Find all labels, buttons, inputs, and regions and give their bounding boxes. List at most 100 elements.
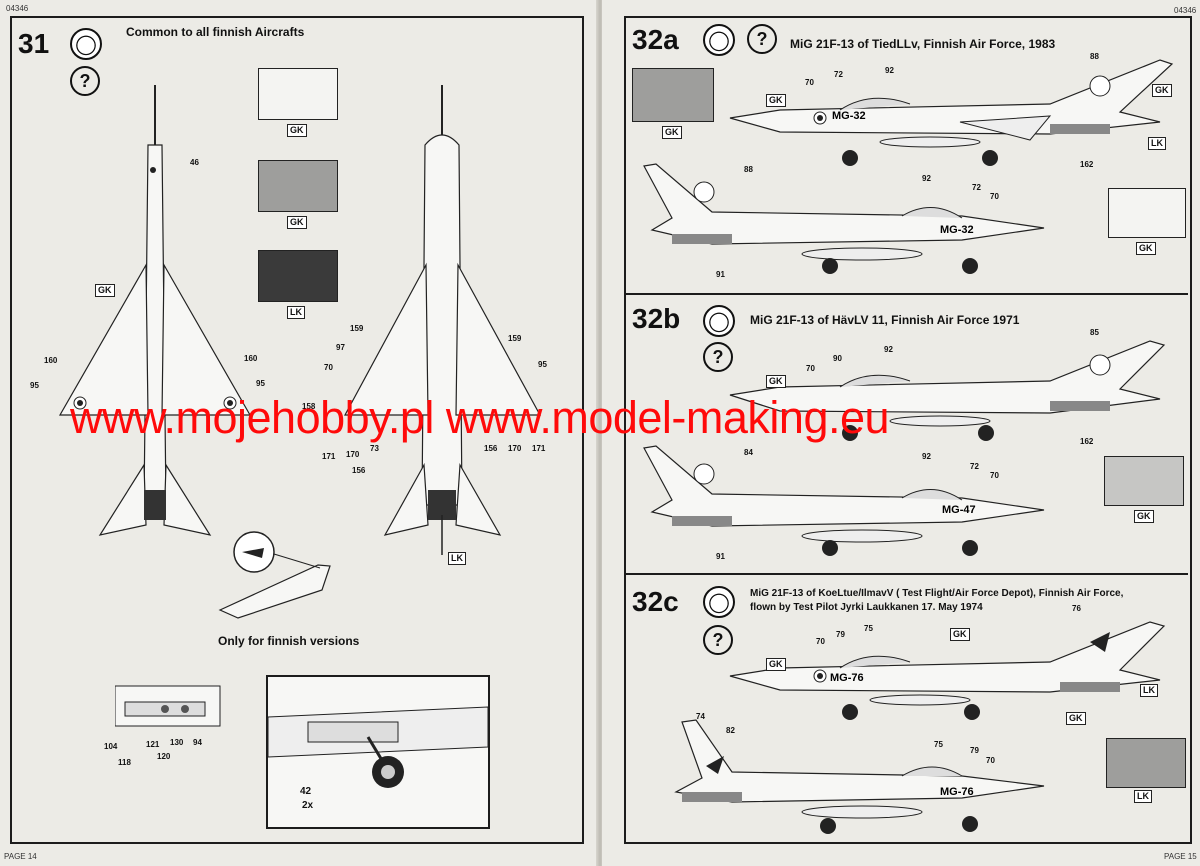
colour-swatch-white bbox=[1108, 188, 1186, 238]
part-callout: 70 bbox=[990, 192, 999, 201]
section-title-line-2: flown by Test Pilot Jyrki Laukkanen 17. … bbox=[750, 602, 983, 613]
finnish-roundel-icon bbox=[703, 586, 735, 618]
part-callout: 130 bbox=[170, 738, 184, 747]
part-callout: 73 bbox=[370, 444, 379, 453]
section-title-line-1: MiG 21F-13 of KoeLtue/IlmavV ( Test Flig… bbox=[750, 588, 1124, 599]
part-callout: 70 bbox=[990, 471, 999, 480]
part-callout: 91 bbox=[716, 552, 725, 561]
part-callout: 82 bbox=[726, 726, 735, 735]
fin-detail-drawing bbox=[218, 531, 331, 619]
help-question-icon: ? bbox=[703, 342, 733, 372]
colour-swatch-grey bbox=[258, 160, 338, 212]
part-callout: 72 bbox=[970, 462, 979, 471]
colour-swatch-grey bbox=[632, 68, 714, 122]
part-callout: 120 bbox=[157, 752, 171, 761]
nose-detail-drawing bbox=[115, 685, 221, 727]
part-callout: 76 bbox=[1072, 604, 1081, 613]
aircraft-serial: MG-47 bbox=[942, 504, 976, 516]
colour-code: LK bbox=[448, 552, 466, 565]
colour-code: GK bbox=[766, 94, 786, 107]
catalog-number: 04346 bbox=[1174, 6, 1197, 15]
catalog-number: 04346 bbox=[6, 4, 29, 13]
part-callout: 104 bbox=[104, 742, 118, 751]
colour-code: LK bbox=[1140, 684, 1158, 697]
colour-code: LK bbox=[1148, 137, 1166, 150]
step-number: 32b bbox=[632, 303, 681, 334]
part-callout: 70 bbox=[986, 756, 995, 765]
part-callout: 85 bbox=[1090, 328, 1099, 337]
page-gutter bbox=[596, 0, 604, 866]
part-callout: 79 bbox=[836, 630, 845, 639]
part-callout: 46 bbox=[190, 158, 199, 167]
colour-code: GK bbox=[1136, 242, 1156, 255]
part-callout: 171 bbox=[322, 452, 336, 461]
step-title: Common to all finnish Aircrafts bbox=[126, 25, 305, 39]
part-callout: 159 bbox=[508, 334, 522, 343]
part-callout: 97 bbox=[336, 343, 345, 352]
step-number: 32a bbox=[632, 24, 679, 55]
section-divider bbox=[624, 293, 1188, 295]
quantity-label: 2x bbox=[302, 800, 314, 811]
aircraft-top-view-drawing bbox=[58, 85, 252, 536]
colour-code: GK bbox=[950, 628, 970, 641]
part-callout: 75 bbox=[934, 740, 943, 749]
page-label: PAGE 14 bbox=[4, 852, 37, 861]
colour-swatch-grey bbox=[1106, 738, 1186, 788]
colour-swatch-white bbox=[258, 68, 338, 120]
part-callout: 88 bbox=[1090, 52, 1099, 61]
colour-code: GK bbox=[662, 126, 682, 139]
part-callout: 171 bbox=[532, 444, 546, 453]
aircraft-side-view-drawing bbox=[643, 445, 1045, 556]
part-callout: 118 bbox=[118, 758, 131, 767]
colour-code: GK bbox=[287, 124, 307, 137]
part-callout: 92 bbox=[922, 452, 931, 461]
part-callout: 162 bbox=[1080, 437, 1094, 446]
part-callout: 70 bbox=[805, 78, 814, 87]
part-callout: 159 bbox=[350, 324, 364, 333]
step-32-frame bbox=[624, 16, 1192, 844]
finnish-roundel-icon bbox=[703, 305, 735, 337]
finnish-versions-title: Only for finnish versions bbox=[218, 634, 360, 648]
colour-code: GK bbox=[766, 375, 786, 388]
aircraft-bottom-view-drawing bbox=[343, 85, 542, 555]
colour-code: LK bbox=[1134, 790, 1152, 803]
aircraft-serial: MG-76 bbox=[940, 786, 974, 798]
part-callout: 158 bbox=[302, 402, 316, 411]
finnish-roundel-icon bbox=[703, 24, 735, 56]
step-number: 32c bbox=[632, 586, 679, 617]
part-callout: 70 bbox=[324, 363, 333, 372]
part-callout: 92 bbox=[922, 174, 931, 183]
colour-swatch-dark bbox=[258, 250, 338, 302]
part-callout: 42 bbox=[300, 786, 312, 797]
aircraft-side-view-drawing bbox=[729, 59, 1174, 166]
watermark-text: www.mojehobby.pl www.model-making.eu bbox=[70, 392, 890, 443]
step-31-frame bbox=[10, 16, 584, 844]
colour-code: LK bbox=[287, 306, 305, 319]
aircraft-serial: MG-32 bbox=[940, 224, 974, 236]
colour-code: GK bbox=[1134, 510, 1154, 523]
part-callout: 79 bbox=[970, 746, 979, 755]
part-callout: 72 bbox=[972, 183, 981, 192]
part-callout: 92 bbox=[884, 345, 893, 354]
part-callout: 170 bbox=[508, 444, 522, 453]
part-callout: 95 bbox=[256, 379, 265, 388]
section-divider bbox=[624, 573, 1188, 575]
help-question-icon: ? bbox=[70, 66, 100, 96]
aircraft-side-view-drawing bbox=[729, 340, 1166, 441]
part-callout: 156 bbox=[484, 444, 498, 453]
step-number: 31 bbox=[18, 28, 50, 59]
part-callout: 75 bbox=[864, 624, 873, 633]
part-callout: 72 bbox=[834, 70, 843, 79]
page-label: PAGE 15 bbox=[1164, 852, 1197, 861]
aircraft-side-view-drawing bbox=[643, 163, 1045, 274]
colour-code: GK bbox=[287, 216, 307, 229]
aircraft-serial: MG-32 bbox=[832, 110, 866, 122]
part-callout: 94 bbox=[193, 738, 202, 747]
part-callout: 70 bbox=[806, 364, 815, 373]
part-callout: 74 bbox=[696, 712, 705, 721]
part-callout: 160 bbox=[44, 356, 58, 365]
part-callout: 70 bbox=[816, 637, 825, 646]
colour-code: GK bbox=[1152, 84, 1172, 97]
section-title: MiG 21F-13 of TiedLLv, Finnish Air Force… bbox=[790, 37, 1056, 51]
part-callout: 84 bbox=[744, 448, 753, 457]
